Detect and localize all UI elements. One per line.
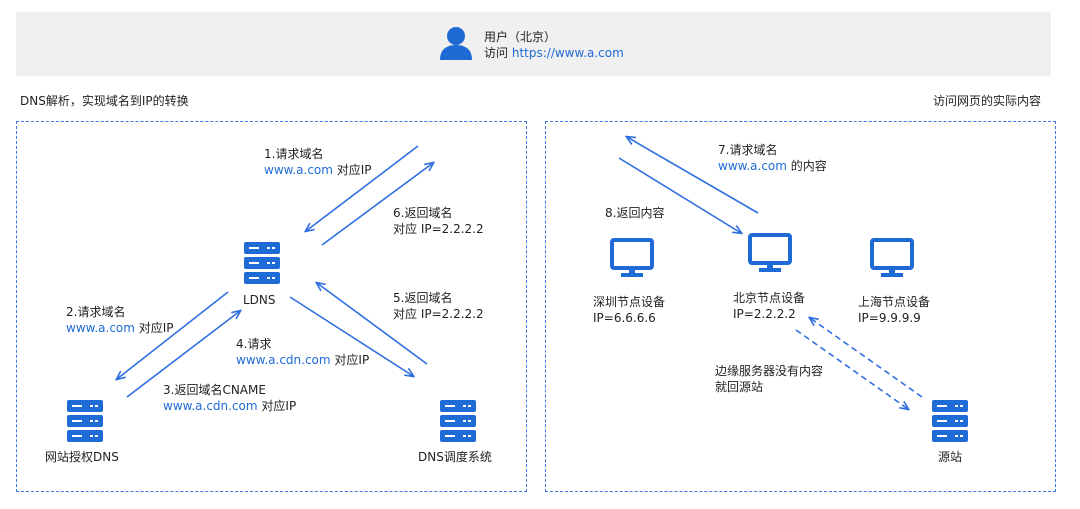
step-3-domain: www.a.cdn.com bbox=[163, 399, 258, 413]
step-1-suffix: 对应IP bbox=[332, 163, 372, 177]
step-1-domain: www.a.com bbox=[264, 163, 333, 177]
arrow-edge-to-origin bbox=[795, 329, 908, 409]
step-7-suffix: 的内容 bbox=[786, 159, 827, 173]
arrow-step-2 bbox=[117, 291, 229, 379]
step-4-suffix: 对应IP bbox=[330, 353, 370, 367]
auth-dns-label: 网站授权DNS bbox=[45, 450, 119, 464]
user-visit-url[interactable]: https://www.a.com bbox=[511, 46, 624, 60]
step-4-title: 4.请求 bbox=[236, 337, 272, 351]
arrow-step-6 bbox=[321, 163, 433, 246]
shenzhen-ip: IP=6.6.6.6 bbox=[593, 311, 656, 325]
arrow-step-4 bbox=[289, 296, 413, 376]
shanghai-name: 上海节点设备 bbox=[858, 295, 931, 309]
step-3-title: 3.返回域名CNAME bbox=[163, 383, 266, 397]
step-2-title: 2.请求域名 bbox=[66, 305, 126, 319]
origin-label: 源站 bbox=[938, 450, 963, 464]
left-section-title: DNS解析，实现域名到IP的转换 bbox=[20, 94, 189, 108]
step-7-domain: www.a.com bbox=[718, 159, 787, 173]
edge-note-line-2: 就回源站 bbox=[715, 380, 764, 394]
shenzhen-name: 深圳节点设备 bbox=[593, 295, 666, 309]
user-banner bbox=[16, 12, 1051, 76]
step-1-title: 1.请求域名 bbox=[264, 147, 324, 161]
monitor-icon bbox=[610, 238, 654, 277]
shanghai-ip: IP=9.9.9.9 bbox=[858, 311, 921, 325]
arrow-step-8 bbox=[618, 157, 741, 233]
step-5-line: 对应 IP=2.2.2.2 bbox=[393, 307, 484, 321]
step-2-domain: www.a.com bbox=[66, 321, 135, 335]
arrow-step-7 bbox=[627, 137, 759, 214]
content-panel bbox=[545, 121, 1056, 492]
step-6-title: 6.返回域名 bbox=[393, 206, 453, 220]
server-icon bbox=[440, 400, 476, 442]
step-3-suffix: 对应IP bbox=[257, 399, 297, 413]
dispatch-label: DNS调度系统 bbox=[418, 450, 492, 464]
beijing-name: 北京节点设备 bbox=[733, 291, 806, 305]
arrow-step-3 bbox=[126, 311, 240, 398]
server-icon bbox=[67, 400, 103, 442]
step-8-title: 8.返回内容 bbox=[605, 206, 665, 220]
monitor-icon bbox=[870, 238, 914, 277]
step-2-suffix: 对应IP bbox=[134, 321, 174, 335]
step-7-title: 7.请求域名 bbox=[718, 143, 778, 157]
user-visit-label: 访问 bbox=[484, 46, 509, 60]
user-icon bbox=[440, 27, 472, 60]
edge-note-line-1: 边缘服务器没有内容 bbox=[715, 364, 824, 378]
step-1-detail: www.a.com 对应IP bbox=[264, 162, 372, 178]
ldns-label: LDNS bbox=[243, 293, 276, 307]
step-4-detail: www.a.cdn.com 对应IP bbox=[236, 352, 369, 368]
right-section-title: 访问网页的实际内容 bbox=[933, 94, 1042, 108]
user-visit: 访问 https://www.a.com bbox=[484, 45, 624, 61]
dns-panel bbox=[16, 121, 527, 492]
monitor-icon bbox=[748, 233, 792, 272]
step-6-line: 对应 IP=2.2.2.2 bbox=[393, 222, 484, 236]
step-4-domain: www.a.cdn.com bbox=[236, 353, 331, 367]
server-icon bbox=[244, 242, 280, 284]
step-2-detail: www.a.com 对应IP bbox=[66, 320, 174, 336]
step-3-detail: www.a.cdn.com 对应IP bbox=[163, 398, 296, 414]
arrow-step-1 bbox=[306, 145, 419, 231]
step-5-title: 5.返回域名 bbox=[393, 291, 453, 305]
server-icon bbox=[932, 400, 968, 442]
beijing-ip: IP=2.2.2.2 bbox=[733, 307, 796, 321]
arrow-step-5 bbox=[317, 283, 428, 365]
user-title: 用户（北京） bbox=[484, 30, 557, 44]
step-7-detail: www.a.com 的内容 bbox=[718, 158, 827, 174]
arrow-origin-to-edge bbox=[810, 318, 923, 398]
